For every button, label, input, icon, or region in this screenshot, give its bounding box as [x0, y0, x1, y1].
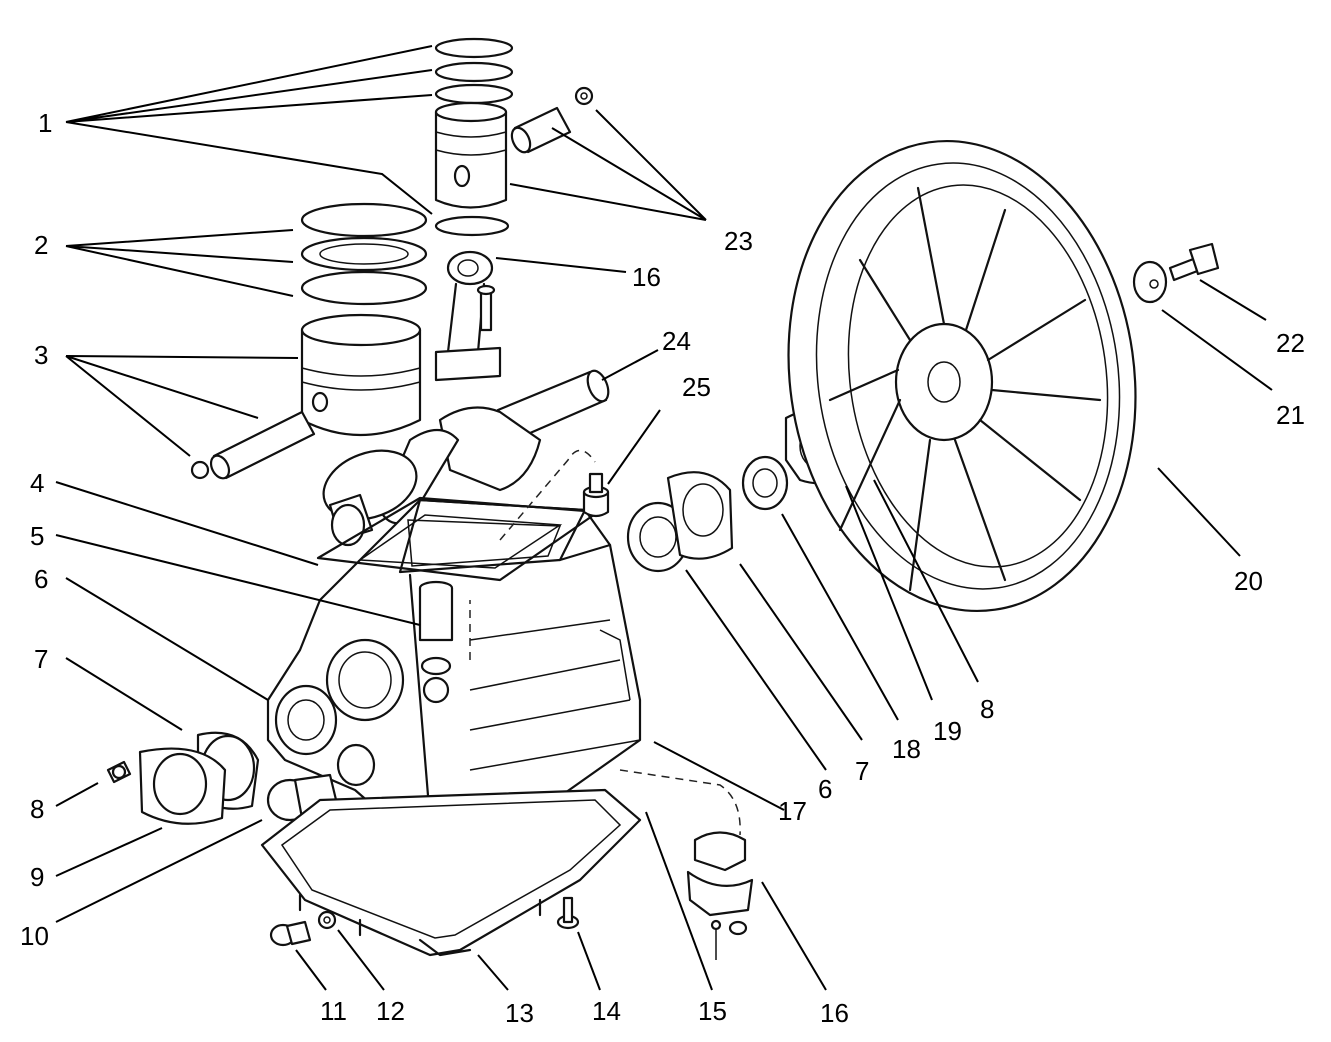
bottom-fasteners [269, 896, 580, 947]
callout-13: 13 [505, 998, 534, 1028]
callout-8-left: 8 [30, 794, 44, 824]
callout-25: 25 [682, 372, 711, 402]
callout-20: 20 [1234, 566, 1263, 596]
assembly-dashed-lines [469, 449, 741, 836]
callout-6-left: 6 [34, 564, 48, 594]
callout-18: 18 [892, 734, 921, 764]
rod-cap [686, 831, 754, 960]
large-piston [190, 313, 422, 480]
small-piston [434, 101, 510, 237]
large-piston-rings [300, 202, 428, 306]
callout-24: 24 [662, 326, 691, 356]
callout-2: 2 [34, 230, 48, 260]
callout-16-lower: 16 [820, 998, 849, 1028]
crankcase [266, 498, 642, 862]
callout-labels: 1 2 3 4 5 6 7 8 9 10 11 12 13 14 15 16 1… [20, 108, 1305, 1028]
left-bearing-group [106, 684, 338, 825]
callout-23: 23 [724, 226, 753, 256]
callout-22: 22 [1276, 328, 1305, 358]
base-plate [260, 788, 642, 957]
callout-15: 15 [698, 996, 727, 1026]
callout-10: 10 [20, 921, 49, 951]
callout-12: 12 [376, 996, 405, 1026]
callout-6-right: 6 [818, 774, 832, 804]
breather [582, 472, 610, 518]
callout-11: 11 [320, 996, 347, 1026]
callout-5: 5 [30, 521, 44, 551]
callout-21: 21 [1276, 400, 1305, 430]
callout-9: 9 [30, 862, 44, 892]
connecting-rod [434, 250, 502, 382]
callout-14: 14 [592, 996, 621, 1026]
callout-8-right: 8 [980, 694, 994, 724]
callout-16-upper: 16 [632, 262, 661, 292]
flywheel [787, 139, 1137, 613]
callout-1: 1 [38, 108, 52, 138]
callout-4: 4 [30, 468, 44, 498]
callout-7-left: 7 [34, 644, 48, 674]
small-piston-rings [434, 37, 514, 105]
callout-19: 19 [933, 716, 962, 746]
callout-3: 3 [34, 340, 48, 370]
leader-lines [55, 45, 1273, 991]
callout-17: 17 [778, 796, 807, 826]
callout-7-right: 7 [855, 756, 869, 786]
flywheel-washer-bolt [1132, 242, 1220, 304]
wrist-pin-23 [510, 86, 594, 154]
